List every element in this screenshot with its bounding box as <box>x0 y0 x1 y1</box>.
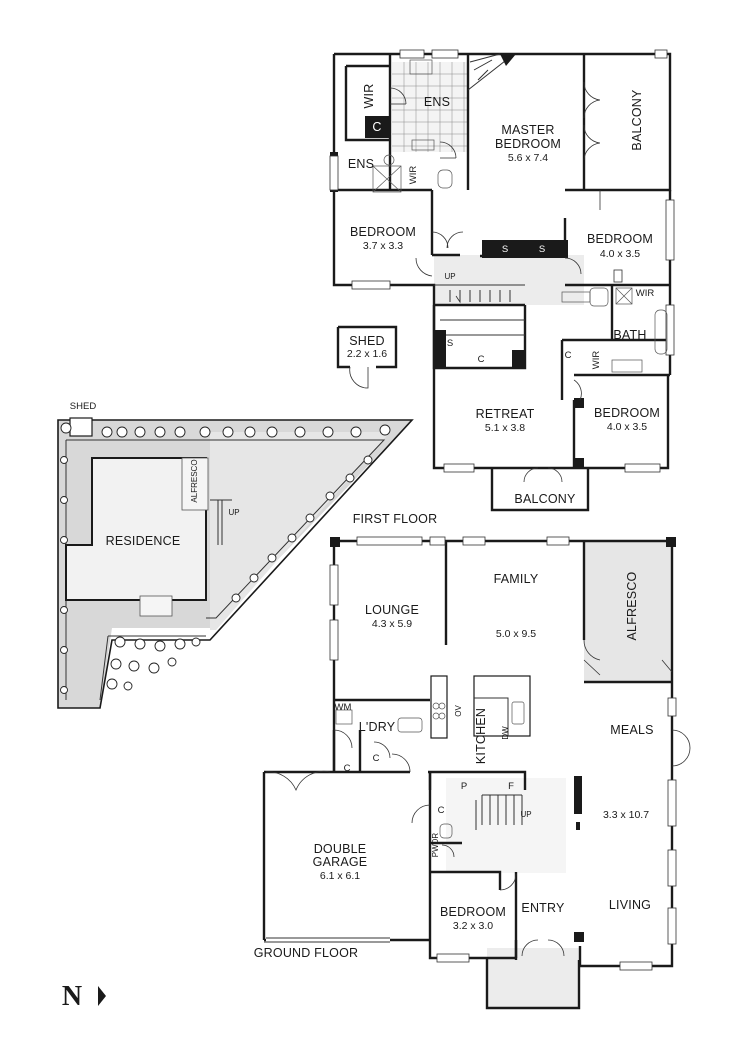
s3-label: S <box>447 338 453 349</box>
ensuite-tiles <box>392 62 468 152</box>
c1-label: C <box>344 763 351 774</box>
wir-mid-label: WIR <box>636 288 655 299</box>
garage-name2: GARAGE <box>313 855 368 869</box>
c-mid-label: C <box>565 350 572 361</box>
ov-label: OV <box>454 705 463 717</box>
residence-label: RESIDENCE <box>106 534 181 548</box>
ldry-label: L'DRY <box>359 720 396 734</box>
s1-label: S <box>502 244 508 255</box>
garage-name1: DOUBLE <box>314 842 367 856</box>
boundary-trees <box>60 422 391 694</box>
garage-size: 6.1 x 6.1 <box>320 870 360 882</box>
bedroom-se-name: BEDROOM <box>594 406 660 420</box>
first-floor-title: FIRST FLOOR <box>353 512 438 526</box>
pantry-label: P <box>461 781 467 792</box>
wir-mid2-label: WIR <box>591 351 602 370</box>
master-name1: MASTER <box>501 123 554 137</box>
bedroom-ground-name: BEDROOM <box>440 905 506 919</box>
lounge-name: LOUNGE <box>365 603 419 617</box>
bath-label: BATH <box>613 328 646 342</box>
right-pointing-triangle-icon <box>98 986 106 1006</box>
living-label: LIVING <box>609 898 651 912</box>
dw-label: DW <box>501 726 510 740</box>
ground-floor-plan: LOUNGE 4.3 x 5.9 FAMILY 5.0 x 9.5 ALFRES… <box>254 536 691 1010</box>
bedroom-ne-name: BEDROOM <box>587 232 653 246</box>
bedroom-nw-size: 3.7 x 3.3 <box>363 240 403 252</box>
alfresco-label: ALFRESCO <box>625 571 639 640</box>
bedroom-ne-size: 4.0 x 3.5 <box>600 248 640 260</box>
master-size: 5.6 x 7.4 <box>508 152 548 164</box>
north-compass: N <box>62 981 106 1012</box>
site-alfresco-label: ALFRESCO <box>190 459 199 502</box>
balcony-south-label: BALCONY <box>514 492 576 506</box>
retreat-size: 5.1 x 3.8 <box>485 422 525 434</box>
wir-side-label: WIR <box>408 166 419 185</box>
c2-label: C <box>373 753 380 764</box>
c-top-label: C <box>372 120 381 134</box>
bedroom-nw-name: BEDROOM <box>350 225 416 239</box>
retreat-name: RETREAT <box>476 407 535 421</box>
shed-size: 2.2 x 1.6 <box>347 348 387 360</box>
site-plan: SHED RESIDENCE ALFRESCO UP <box>57 401 414 709</box>
kitchen-label: KITCHEN <box>474 708 488 764</box>
site-up-label: UP <box>228 508 239 517</box>
bedroom-se-size: 4.0 x 3.5 <box>607 421 647 433</box>
wm-label: WM <box>335 702 352 713</box>
up-first-label: UP <box>444 272 455 281</box>
c-stair-label: C <box>478 354 485 365</box>
first-floor-plan: WIR ENS C ENS WIR MASTER BEDROOM 5.6 x 7… <box>329 49 675 526</box>
north-letter: N <box>62 981 82 1012</box>
wir-top-label: WIR <box>362 84 376 109</box>
balcony-east-label: BALCONY <box>630 89 644 151</box>
master-name2: BEDROOM <box>495 137 561 151</box>
bedroom-ground-size: 3.2 x 3.0 <box>453 920 493 932</box>
up-ground-label: UP <box>520 810 531 819</box>
fridge-label: F <box>508 781 514 792</box>
family-size: 5.0 x 9.5 <box>496 628 536 640</box>
entry-label: ENTRY <box>521 901 565 915</box>
ens-side-label: ENS <box>348 157 374 171</box>
ground-floor-title: GROUND FLOOR <box>254 946 359 960</box>
family-name: FAMILY <box>494 572 539 586</box>
site-shed-label: SHED <box>70 401 97 412</box>
shed-name: SHED <box>349 334 385 348</box>
meals-size: 3.3 x 10.7 <box>603 809 649 821</box>
meals-label: MEALS <box>610 723 653 737</box>
ens-top-label: ENS <box>424 95 450 109</box>
pwdr-label: PWDR <box>431 833 440 858</box>
c3-label: C <box>438 805 445 816</box>
lounge-size: 4.3 x 5.9 <box>372 618 412 630</box>
s2-label: S <box>539 244 545 255</box>
shed-block: SHED 2.2 x 1.6 <box>336 325 398 389</box>
